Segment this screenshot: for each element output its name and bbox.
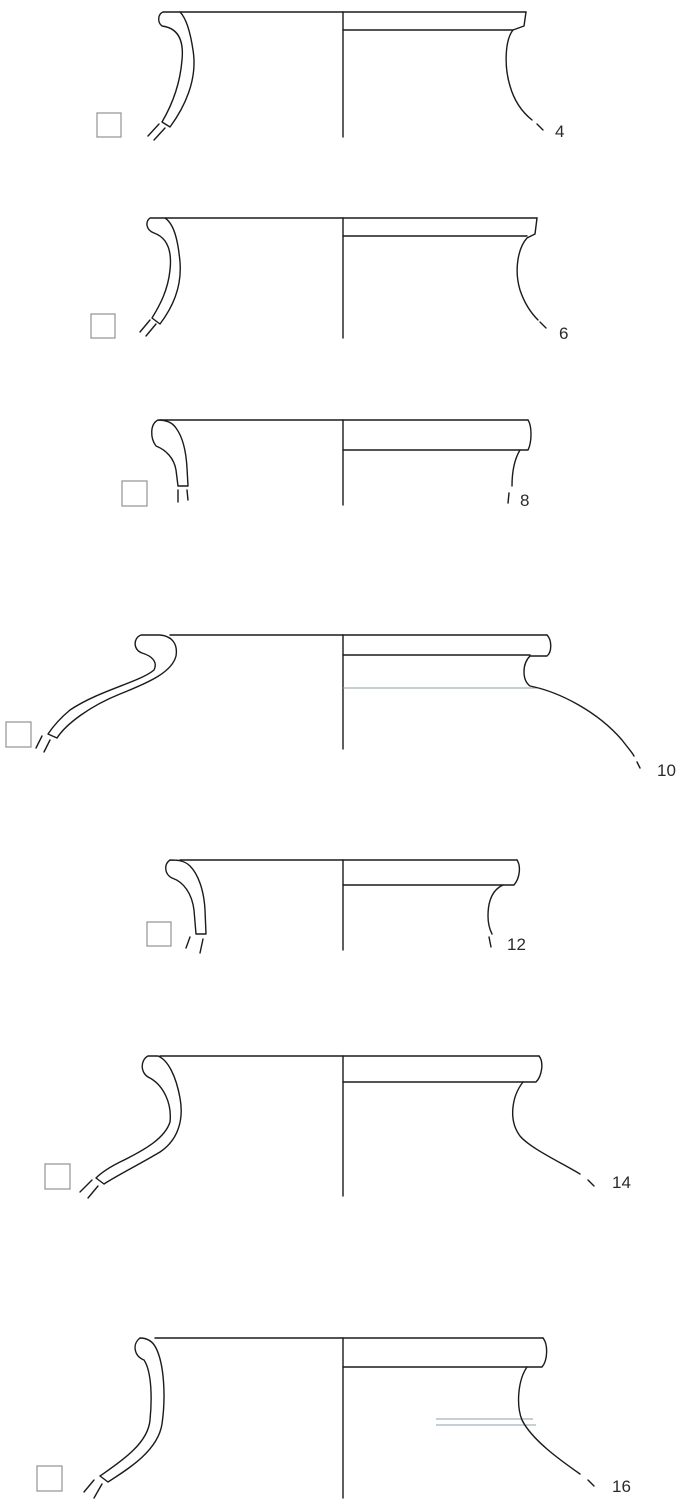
- figure-number-14: 14: [612, 1173, 631, 1192]
- rim-section-4: [158, 11, 195, 128]
- checkbox-4[interactable]: [96, 112, 122, 138]
- figure-number-12: 12: [507, 935, 526, 954]
- exterior-outline-12: [487, 859, 521, 935]
- checkbox-14[interactable]: [44, 1163, 71, 1190]
- exterior-outline-10: [523, 634, 635, 757]
- break-mark-right-16: [587, 1479, 595, 1487]
- exterior-outline-14: [512, 1055, 581, 1175]
- break-mark-right-10: [636, 761, 641, 769]
- break-mark-right-6: [539, 321, 547, 329]
- break-marks-16: [83, 1479, 103, 1499]
- vessel-profile-8: 8: [121, 419, 532, 510]
- rim-section-6: [146, 217, 181, 325]
- break-mark-right-14: [587, 1179, 595, 1187]
- rim-section-16: [99, 1337, 165, 1483]
- break-marks-14: [79, 1179, 99, 1199]
- exterior-outline-4: [505, 11, 533, 121]
- vessel-profile-6: 6: [90, 217, 568, 343]
- vessel-profile-4: 4: [96, 11, 564, 141]
- break-marks-6: [139, 319, 157, 337]
- break-marks-10: [35, 735, 51, 753]
- checkbox-6[interactable]: [90, 313, 116, 339]
- figure-number-16: 16: [612, 1477, 631, 1496]
- break-marks-12: [185, 936, 204, 954]
- exterior-outline-6: [516, 217, 539, 321]
- checkbox-12[interactable]: [146, 921, 172, 947]
- break-mark-right-4: [536, 123, 544, 131]
- rim-section-12: [165, 859, 207, 935]
- vessel-profile-14: 14: [44, 1055, 631, 1199]
- rim-section-14: [95, 1055, 182, 1185]
- vessel-profile-10: 10: [5, 634, 676, 780]
- vessel-profile-12: 12: [146, 859, 526, 954]
- break-marks-4: [147, 123, 166, 141]
- checkbox-10[interactable]: [5, 721, 32, 748]
- figure-number-6: 6: [559, 324, 568, 343]
- checkbox-8[interactable]: [121, 480, 148, 507]
- rim-section-8: [151, 419, 189, 487]
- figure-number-10: 10: [657, 761, 676, 780]
- vessel-profile-16: 16: [36, 1337, 631, 1499]
- rim-section-10: [47, 634, 178, 739]
- break-mark-right-8: [507, 492, 510, 504]
- break-marks-8: [177, 489, 189, 503]
- break-mark-right-12: [488, 936, 492, 948]
- exterior-outline-8: [511, 419, 532, 487]
- figure-number-8: 8: [520, 491, 529, 510]
- exterior-outline-16: [517, 1337, 581, 1475]
- checkbox-16[interactable]: [36, 1465, 63, 1492]
- figure-number-4: 4: [555, 122, 564, 141]
